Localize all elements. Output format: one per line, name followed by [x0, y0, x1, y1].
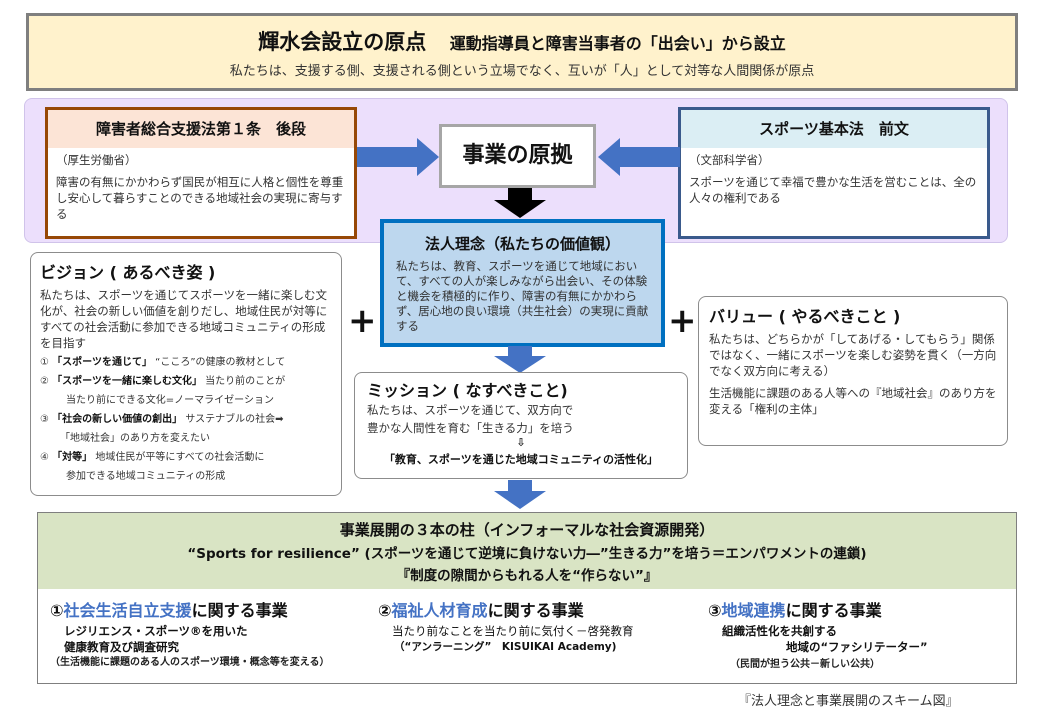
vision-list: ① 「スポーツを通じて」 “こころ”の健康の教材として ② 「スポーツを一緒に楽…: [40, 353, 332, 486]
banner-title: 輝水会設立の原点: [258, 30, 427, 54]
vision-item-key: 「社会の新しい価値の創出」: [52, 414, 183, 425]
vision-item: ③ 「社会の新しい価値の創出」 サステナブルの社会➡: [40, 414, 284, 425]
founding-origin-banner: 輝水会設立の原点 運動指導員と障害当事者の「出会い」から設立 私たちは、支援する…: [26, 13, 1018, 91]
vision-item-desc: 当たり前のことが: [205, 376, 286, 387]
disability-support-act-text: 障害の有無にかかわらず国民が相互に人格と個性を尊重し安心して暮らすことのできる地…: [56, 175, 344, 221]
philosophy-text: 私たちは、教育、スポーツを通じて地域において、すべての人が楽しみながら出会い、そ…: [396, 259, 649, 333]
value-text-2: 生活機能に課題のある人等への『地域社会』のあり方を変える「権利の主体」: [709, 386, 997, 416]
arrow-left-icon: [598, 138, 680, 176]
pillar-line: 当たり前なことを当たり前に気付く－啓発教育: [392, 624, 634, 638]
banner-subtitle: 運動指導員と障害当事者の「出会い」から設立: [449, 34, 786, 53]
pillar-social-independence: ①社会生活自立支援に関する事業 レジリエンス・スポーツ®を用いた 健康教育及び調…: [50, 597, 370, 671]
sports-basic-act-box: スポーツ基本法 前文 （文部科学省） スポーツを通じて幸福で豊かな生活を営むこと…: [678, 107, 990, 239]
pillar-highlight: 福祉人材育成: [391, 601, 488, 620]
pillar-regional-collaboration: ③地域連携に関する事業 組織活性化を共創する 地域の“ファシリテーター” （民間…: [708, 597, 1008, 673]
value-box: バリュー ( やるべきこと ) 私たちは、どちらかが「してあげる・してもらう」関…: [698, 296, 1008, 446]
mext-ministry-label: （文部科学省）: [689, 153, 770, 167]
mission-title: ミッション ( なすべきこと): [367, 381, 568, 400]
vision-item: ② 「スポーツを一緒に楽しむ文化」 当たり前のことが: [40, 376, 286, 387]
pillars-header: 事業展開の３本の柱（インフォーマルな社会資源開発） “Sports for re…: [38, 513, 1016, 589]
arrow-right-icon: [357, 138, 439, 176]
pillars-motto: 『制度の隙間からもれる人を“作らない”』: [396, 568, 658, 584]
mission-text-line2: 豊かな人間性を育む「生きる力」を培う: [367, 421, 574, 435]
vision-item-desc: サステナブルの社会➡: [185, 414, 284, 425]
pillar-title: ②福祉人材育成に関する事業: [378, 601, 584, 620]
philosophy-title: 法人理念（私たちの価値観）: [424, 235, 620, 253]
plus-icon: +: [668, 301, 697, 341]
arrow-down-black-icon: [494, 188, 546, 218]
business-basis-box: 事業の原拠: [439, 124, 596, 188]
value-text-1: 私たちは、どちらかが「してあげる・してもらう」関係ではなく、一緒にスポーツを楽し…: [709, 332, 997, 378]
vision-item-continuation: 参加できる地域コミュニティの形成: [66, 471, 226, 482]
pillars-heading: 事業展開の３本の柱（インフォーマルな社会資源開発）: [339, 521, 715, 539]
pillar-title: ①社会生活自立支援に関する事業: [50, 601, 288, 620]
mission-emphasis: 「教育、スポーツを通じた地域コミュニティの活性化」: [383, 453, 659, 466]
arrow-down-blue-icon: [494, 480, 546, 509]
vision-item-desc: 地域住民が平等にすべての社会活動に: [95, 452, 265, 463]
pillar-line: 健康教育及び調査研究: [64, 640, 179, 654]
pillar-highlight: 地域連携: [721, 601, 786, 620]
value-title: バリュー ( やるべきこと ): [709, 307, 901, 326]
vision-item-key: 「スポーツを通じて」: [52, 357, 152, 368]
pillars-slogan: “Sports for resilience” (スポーツを通じて逆境に負けない…: [187, 546, 867, 562]
plus-icon: +: [348, 301, 377, 341]
pillar-line: 組織活性化を共創する: [722, 624, 837, 638]
arrow-down-blue-icon: [494, 346, 546, 373]
vision-text: 私たちは、スポーツを通じてスポーツを一緒に楽しむ文化が、社会の新しい価値を創りだ…: [40, 288, 328, 350]
down-arrow-icon: ⇩: [516, 436, 526, 449]
pillar-title: ③地域連携に関する事業: [708, 601, 882, 620]
figure-caption: 『法人理念と事業展開のスキーム図』: [738, 694, 959, 709]
disability-support-act-title: 障害者総合支援法第１条 後段: [48, 110, 354, 148]
pillar-welfare-training: ②福祉人材育成に関する事業 当たり前なことを当たり前に気付く－啓発教育 （“アン…: [378, 597, 698, 655]
vision-item: ④ 「対等」 地域住民が平等にすべての社会活動に: [40, 452, 265, 463]
vision-item-key: 「対等」: [52, 452, 93, 463]
vision-item: ① 「スポーツを通じて」 “こころ”の健康の教材として: [40, 357, 286, 368]
mission-text-line1: 私たちは、スポーツを通じて、双方向で: [367, 403, 574, 417]
vision-item-continuation: 当たり前にできる文化=ノーマライゼーション: [66, 395, 274, 406]
vision-title: ビジョン ( あるべき姿 ): [40, 263, 216, 282]
disability-support-act-box: 障害者総合支援法第１条 後段 （厚生労働省） 障害の有無にかかわらず国民が相互に…: [45, 107, 357, 239]
pillar-highlight: 社会生活自立支援: [63, 601, 192, 620]
vision-item-continuation: 「地域社会」のあり方を変えたい: [60, 433, 210, 444]
pillar-line: 地域の“ファシリテーター”: [786, 640, 928, 654]
banner-description: 私たちは、支援する側、支援される側という立場でなく、互いが「人」として対等な人間…: [229, 64, 815, 79]
pillar-note: （民間が担う公共－新しい公共）: [730, 659, 880, 670]
business-pillars-box: 事業展開の３本の柱（インフォーマルな社会資源開発） “Sports for re…: [37, 512, 1017, 684]
pillar-line: （“アンラーニング” KISUIKAI Academy): [394, 641, 617, 653]
sports-basic-act-text: スポーツを通じて幸福で豊かな生活を営むことは、全の人々の権利である: [689, 175, 977, 205]
sports-basic-act-title: スポーツ基本法 前文: [681, 110, 987, 148]
pillar-line: レジリエンス・スポーツ®を用いた: [64, 624, 248, 638]
pillar-note: （生活機能に課題のある人のスポーツ環境・概念等を変える）: [50, 657, 330, 668]
mhlw-ministry-label: （厚生労働省）: [56, 153, 137, 167]
vision-item-key: 「スポーツを一緒に楽しむ文化」: [52, 376, 202, 387]
mission-box: ミッション ( なすべきこと) 私たちは、スポーツを通じて、双方向で 豊かな人間…: [354, 372, 688, 479]
vision-item-desc: “こころ”の健康の教材として: [155, 357, 286, 368]
corporate-philosophy-box: 法人理念（私たちの価値観） 私たちは、教育、スポーツを通じて地域において、すべて…: [380, 219, 665, 347]
vision-box: ビジョン ( あるべき姿 ) 私たちは、スポーツを通じてスポーツを一緒に楽しむ文…: [30, 252, 342, 496]
